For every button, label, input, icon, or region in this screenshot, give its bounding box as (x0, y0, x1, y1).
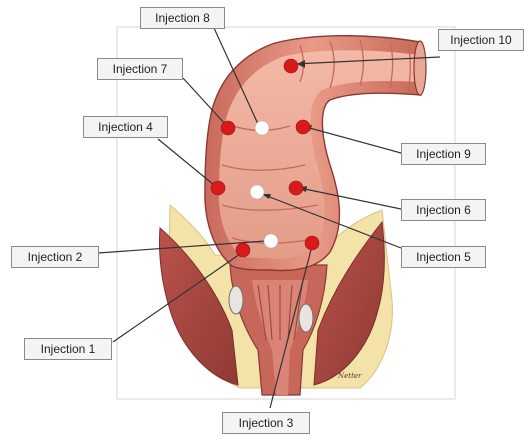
label-injection-6: Injection 6 (401, 199, 486, 221)
injection-marker-4 (211, 181, 225, 195)
injection-marker-5 (250, 185, 264, 199)
label-injection-2: Injection 2 (11, 246, 99, 268)
sphincter-right (299, 304, 313, 332)
label-injection-5: Injection 5 (401, 246, 486, 268)
injection-marker-3 (305, 236, 319, 250)
sphincter-left (229, 286, 243, 314)
injection-marker-6 (289, 181, 303, 195)
label-injection-9: Injection 9 (401, 143, 486, 165)
artist-signature: Netter (337, 372, 362, 380)
injection-marker-8 (255, 121, 269, 135)
label-injection-8: Injection 8 (140, 7, 225, 29)
colon-cut-end (414, 41, 426, 95)
injection-marker-9 (296, 120, 310, 134)
injection-marker-2 (264, 234, 278, 248)
label-injection-7: Injection 7 (97, 58, 183, 80)
label-injection-1: Injection 1 (24, 338, 112, 360)
injection-marker-1 (236, 243, 250, 257)
injection-marker-7 (221, 121, 235, 135)
label-injection-10: Injection 10 (438, 29, 524, 51)
label-injection-4: Injection 4 (83, 116, 168, 138)
injection-marker-10 (284, 59, 298, 73)
label-injection-3: Injection 3 (222, 412, 310, 434)
